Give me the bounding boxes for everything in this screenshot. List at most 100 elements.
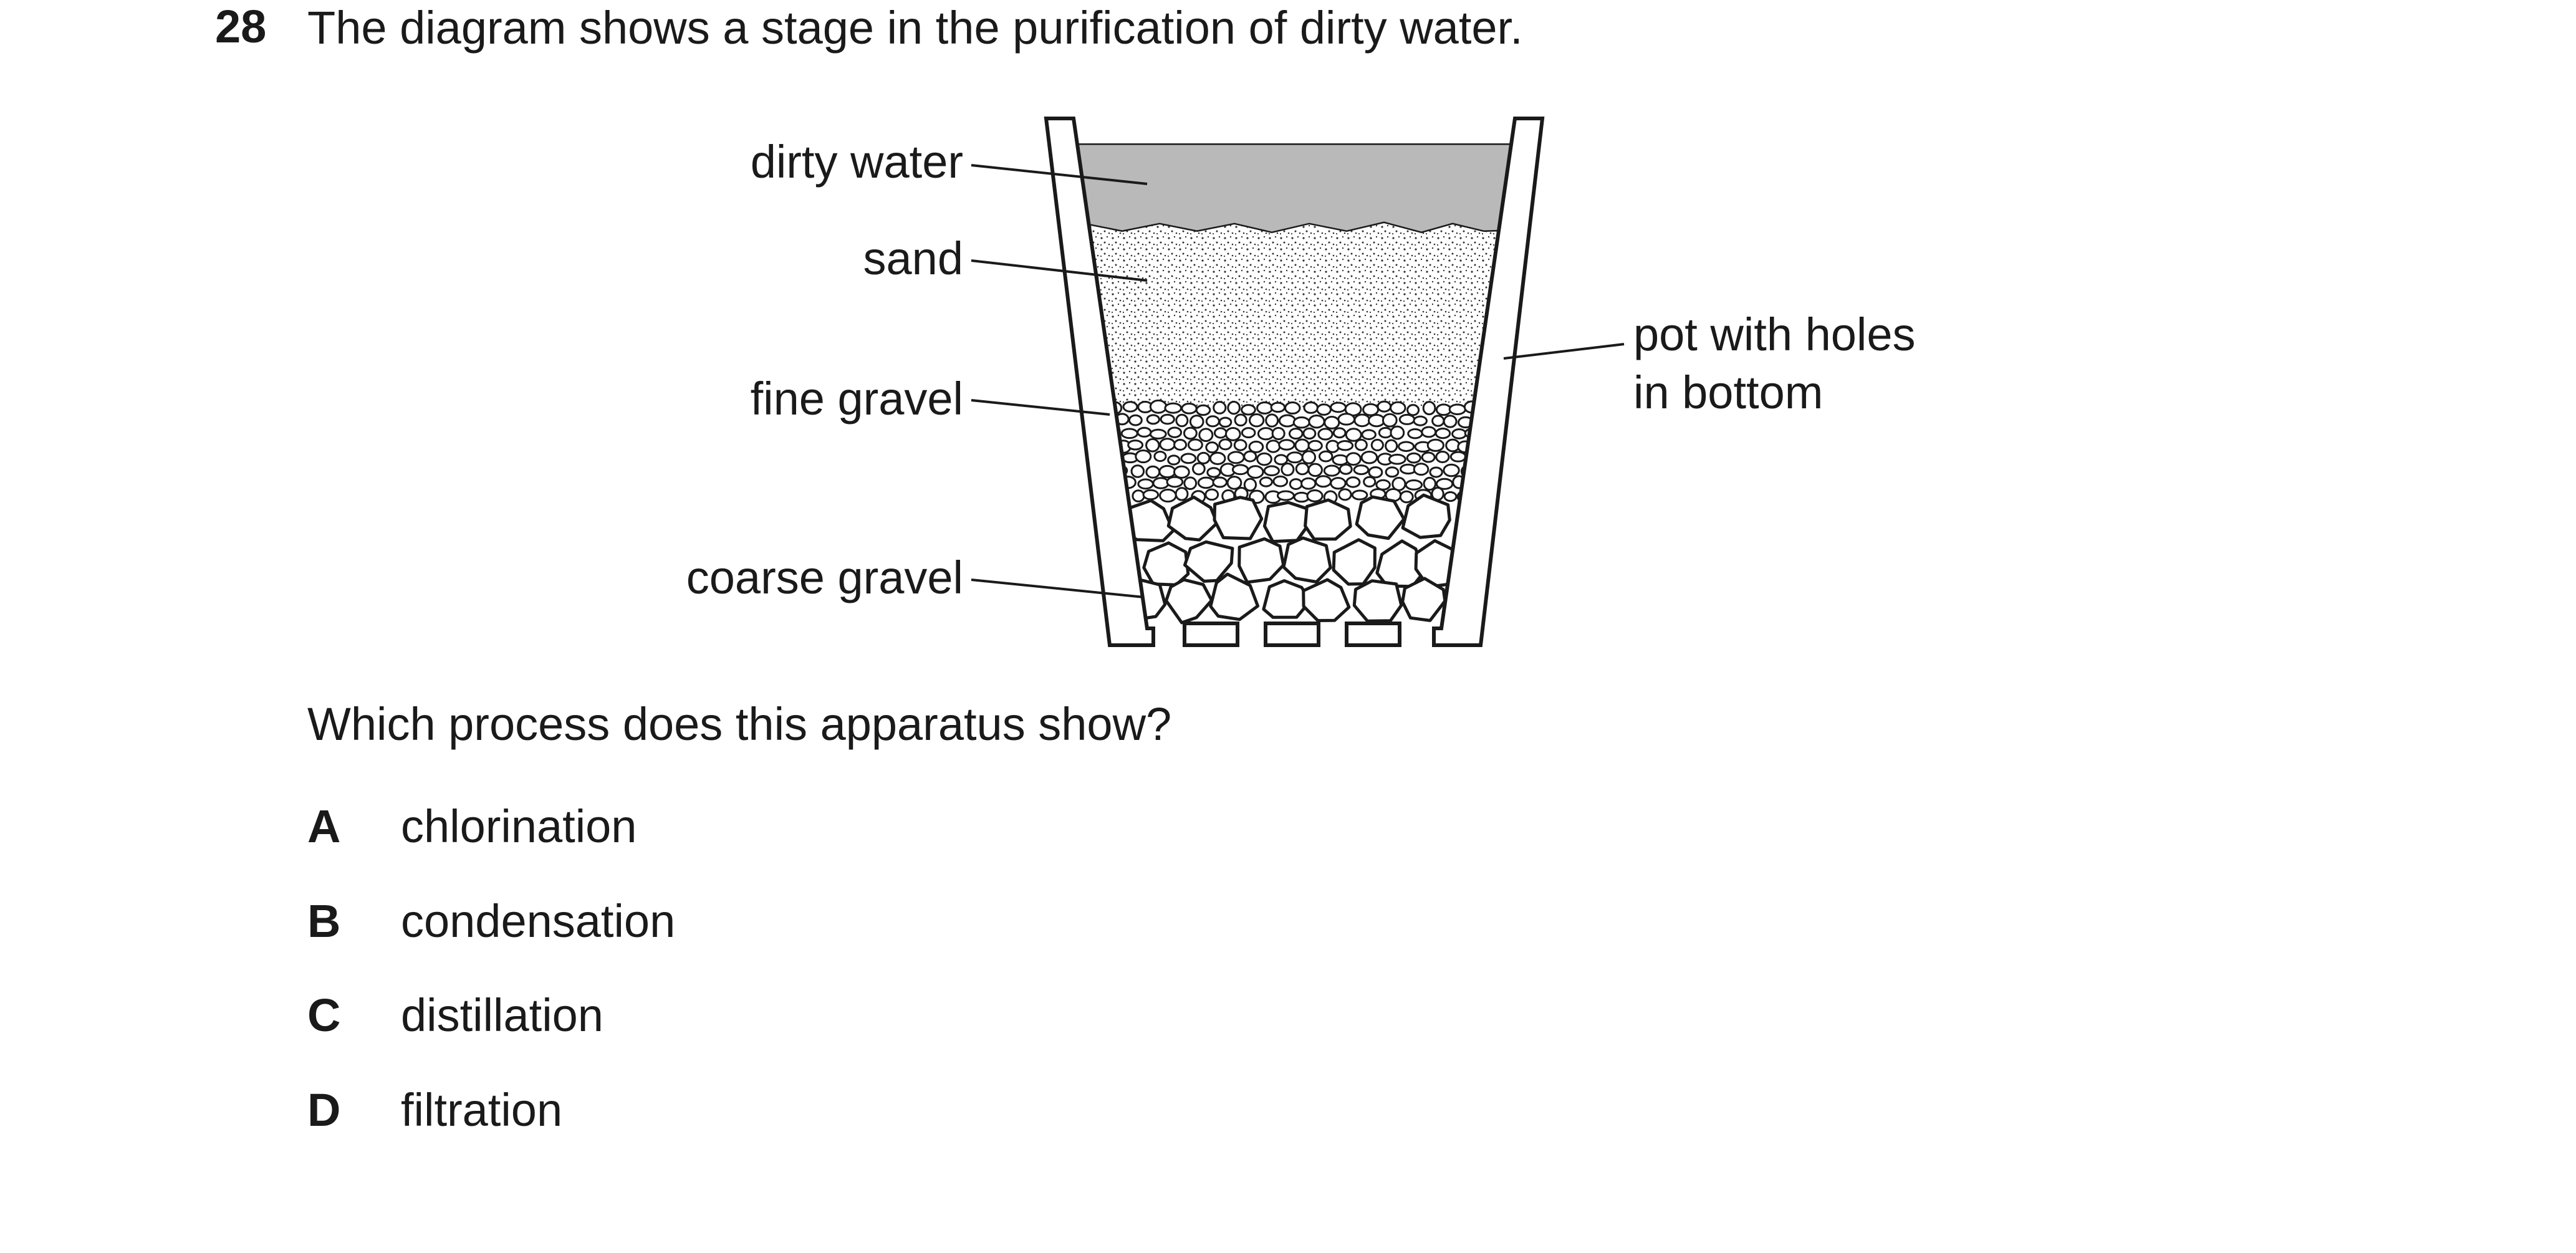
answer-option-d[interactable]: D filtration xyxy=(307,1087,562,1133)
fine-gravel-pebble xyxy=(1278,414,1297,428)
fine-gravel-pebble xyxy=(1385,466,1400,478)
fine-gravel-pebble xyxy=(1398,413,1416,425)
option-text: chlorination xyxy=(401,800,637,852)
fine-gravel-pebble xyxy=(1241,404,1256,416)
fine-gravel-pebble xyxy=(1226,476,1242,490)
fine-gravel-pebble xyxy=(1183,426,1198,440)
question-stem: The diagram shows a stage in the purific… xyxy=(307,2,1523,54)
fine-gravel-pebble xyxy=(1367,413,1386,428)
fine-gravel-pebble xyxy=(1406,452,1421,464)
fine-gravel-pebble xyxy=(1213,401,1227,415)
fine-gravel-pebble xyxy=(1233,439,1247,451)
fine-gravel-pebble xyxy=(1337,413,1356,426)
fine-gravel-pebble xyxy=(1248,440,1264,453)
fine-gravel-pebble xyxy=(1120,428,1138,439)
fine-gravel-pebble xyxy=(1332,427,1347,439)
fine-gravel-pebble xyxy=(1421,426,1437,438)
fine-gravel-pebble xyxy=(1294,438,1310,453)
fine-gravel-pebble xyxy=(1353,413,1371,428)
answer-option-b[interactable]: B condensation xyxy=(307,898,675,944)
fine-gravel-pebble xyxy=(1234,413,1247,427)
fine-gravel-pebble xyxy=(1122,401,1138,413)
fine-gravel-pebble xyxy=(1204,488,1219,501)
water-filter-diagram: dirty water sand fine gravel coarse grav… xyxy=(686,117,1916,647)
fine-gravel-pebble xyxy=(1149,428,1167,439)
fine-gravel-pebble xyxy=(1227,400,1241,415)
fine-gravel-pebble xyxy=(1382,413,1398,428)
coarse-gravel-stone xyxy=(1401,493,1451,539)
fine-gravel-pebble xyxy=(1363,476,1377,487)
fine-gravel-pebble xyxy=(1224,426,1241,441)
dirty-water-layer xyxy=(1075,143,1512,235)
fine-gravel-pebble xyxy=(1159,438,1176,451)
fine-gravel-pebble xyxy=(1241,427,1256,439)
fine-gravel-pebble xyxy=(1205,441,1219,454)
fine-gravel-pebble xyxy=(1276,490,1295,501)
fine-gravel-pebble xyxy=(1175,487,1189,501)
fine-gravel-pebble xyxy=(1272,475,1289,487)
fine-gravel-pebble xyxy=(1435,451,1450,463)
fine-gravel-pebble xyxy=(1145,438,1160,453)
fine-gravel-pebble xyxy=(1191,462,1206,476)
fine-gravel-pebble xyxy=(1159,488,1177,503)
fine-gravel-pebble xyxy=(1284,401,1301,415)
fine-gravel-pebble xyxy=(1167,454,1181,466)
fine-gravel-pebble xyxy=(1248,413,1265,428)
leader-coarse-gravel xyxy=(971,578,1145,598)
fine-gravel-pebble xyxy=(1213,427,1228,439)
fine-gravel-pebble xyxy=(1189,415,1204,429)
fine-gravel-pebble xyxy=(1345,452,1362,466)
fine-gravel-pebble xyxy=(1270,401,1286,413)
fine-gravel-pebble xyxy=(1351,489,1368,501)
fine-gravel-pebble xyxy=(1243,478,1257,492)
fine-gravel-pebble xyxy=(1231,464,1249,476)
fine-gravel-pebble xyxy=(1180,453,1197,464)
fine-gravel-pebble xyxy=(1413,463,1430,476)
fine-gravel-pebble xyxy=(1388,453,1406,465)
fine-gravel-pebble xyxy=(1257,427,1275,441)
fine-gravel-pebble xyxy=(1423,476,1437,491)
sand-layer xyxy=(1075,223,1512,408)
answer-option-a[interactable]: A chlorination xyxy=(307,804,637,850)
fine-gravel-pebble xyxy=(1197,476,1215,489)
fine-gravel-pebble xyxy=(1149,399,1168,414)
coarse-gravel-stone xyxy=(1262,579,1312,619)
coarse-gravel-stone xyxy=(1165,578,1213,625)
fine-gravel-pebble xyxy=(1137,426,1152,438)
fine-gravel-pebble xyxy=(1332,454,1349,466)
question-number: 28 xyxy=(215,1,267,52)
fine-gravel-pebble xyxy=(1158,464,1176,479)
coarse-gravel-stone xyxy=(1183,540,1234,583)
fine-gravel-pebble xyxy=(1195,404,1211,416)
fine-gravel-pebble xyxy=(1407,428,1423,439)
fine-gravel-pebble xyxy=(1173,438,1188,451)
fine-gravel-pebble xyxy=(1135,449,1152,464)
coarse-gravel-stone xyxy=(1209,572,1259,622)
option-letter: D xyxy=(307,1084,341,1136)
fine-gravel-pebble xyxy=(1145,465,1161,479)
option-letter: B xyxy=(307,895,341,947)
fine-gravel-pebble xyxy=(1127,439,1144,451)
fine-gravel-pebble xyxy=(1330,401,1347,413)
fine-gravel-pebble xyxy=(1266,439,1281,453)
fine-gravel-pebble xyxy=(1206,467,1221,478)
fine-gravel-pebble xyxy=(1153,450,1167,463)
pot-right-wall xyxy=(1432,117,1545,647)
fine-gravel-pebble xyxy=(1303,401,1319,414)
fine-gravel-pebble xyxy=(1390,401,1406,415)
fine-gravel-pebble xyxy=(1405,479,1423,491)
fine-gravel-pebble xyxy=(1209,451,1226,465)
fine-gravel-layer xyxy=(1076,399,1498,505)
pot-base-block xyxy=(1264,622,1320,647)
fine-gravel-pebble xyxy=(1435,427,1451,439)
fine-gravel-pebble xyxy=(1451,428,1467,439)
fine-gravel-pebble xyxy=(1443,463,1460,478)
fine-gravel-pebble xyxy=(1399,490,1414,504)
fine-gravel-pebble xyxy=(1308,414,1325,429)
answer-option-c[interactable]: C distillation xyxy=(307,992,603,1039)
fine-gravel-pebble xyxy=(1218,438,1233,451)
fine-gravel-pebble xyxy=(1196,451,1211,464)
label-dirty-water: dirty water xyxy=(751,136,963,188)
fine-gravel-pebble xyxy=(1128,414,1143,426)
fine-gravel-pebble xyxy=(1181,402,1198,415)
